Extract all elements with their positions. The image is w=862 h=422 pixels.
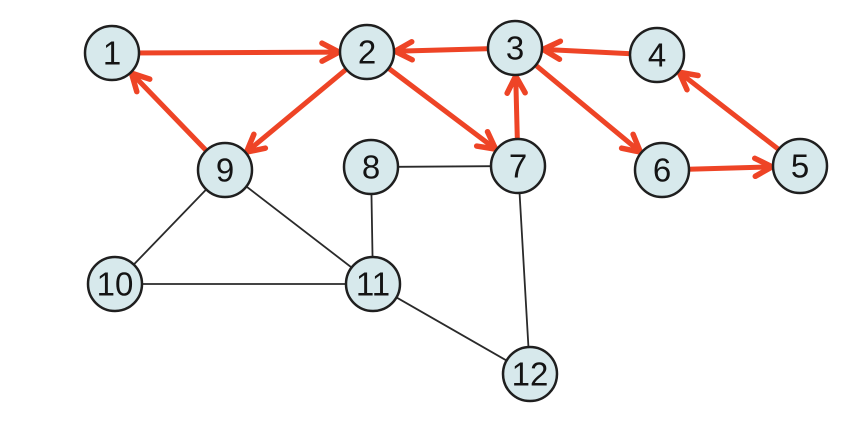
- node-label-12: 12: [512, 356, 549, 393]
- undirected-edge-7-12: [517, 165, 531, 375]
- graph-node-6: 6: [633, 141, 691, 199]
- node-label-2: 2: [358, 34, 376, 71]
- graph-node-10: 10: [86, 255, 144, 313]
- node-label-10: 10: [97, 266, 134, 303]
- node-label-7: 7: [509, 148, 527, 185]
- graph-node-5: 5: [771, 137, 829, 195]
- graph-node-3: 3: [486, 19, 544, 77]
- node-label-6: 6: [653, 152, 671, 189]
- node-circle-3: [486, 19, 544, 77]
- node-circle-12: [501, 345, 559, 403]
- graph-node-9: 9: [196, 141, 254, 199]
- graph-node-12: 12: [501, 345, 559, 403]
- node-circle-2: [338, 23, 396, 81]
- node-circle-6: [633, 141, 691, 199]
- node-circle-11: [344, 255, 402, 313]
- node-label-8: 8: [362, 149, 380, 186]
- node-label-3: 3: [506, 30, 524, 67]
- node-circle-10: [86, 255, 144, 313]
- graph-node-4: 4: [628, 26, 686, 84]
- node-circle-7: [489, 137, 547, 195]
- node-label-11: 11: [356, 266, 390, 303]
- node-label-9: 9: [216, 152, 234, 189]
- graph-node-2: 2: [338, 23, 396, 81]
- node-circle-5: [771, 137, 829, 195]
- node-label-5: 5: [791, 148, 809, 185]
- node-circle-9: [196, 141, 254, 199]
- node-circle-8: [342, 138, 400, 196]
- node-circle-1: [83, 24, 141, 82]
- node-label-4: 4: [648, 37, 666, 74]
- graph-node-1: 1: [83, 24, 141, 82]
- graph-node-8: 8: [342, 138, 400, 196]
- undirected-edge-9-11: [224, 169, 374, 285]
- edges-layer: [109, 38, 803, 375]
- directed-edge-1-to-2: [109, 40, 342, 64]
- node-circle-4: [628, 26, 686, 84]
- undirected-edge-11-12: [372, 283, 531, 375]
- graph-node-7: 7: [489, 137, 547, 195]
- node-label-1: 1: [103, 35, 121, 72]
- graph-node-11: 11: [344, 255, 402, 313]
